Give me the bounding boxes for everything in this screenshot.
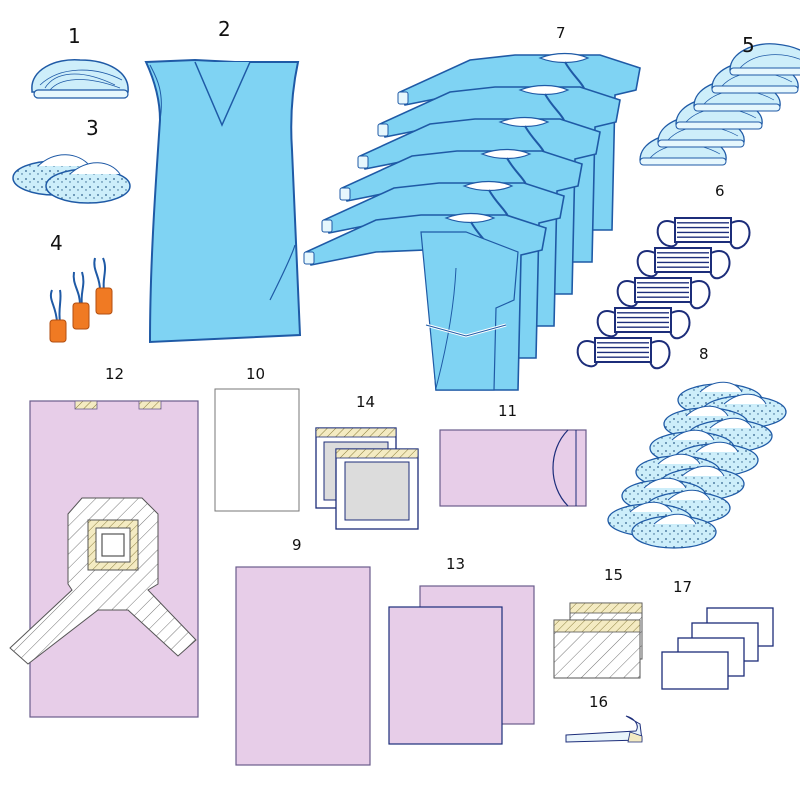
label-15: 15: [604, 566, 623, 584]
shoe-covers-item-3: [12, 154, 131, 204]
gown: [303, 212, 547, 391]
label-5: 5: [742, 33, 755, 57]
cap-item-1: [31, 59, 129, 99]
cards-item-17: [661, 607, 774, 690]
sheets-item-13: [388, 585, 535, 745]
gown-item-2: [144, 58, 302, 344]
drape-item-11: [439, 429, 587, 507]
label-14: 14: [356, 393, 375, 411]
label-12: 12: [105, 365, 124, 383]
mask: [616, 277, 711, 310]
label-9: 9: [292, 536, 302, 554]
mask: [636, 247, 731, 280]
label-3: 3: [86, 116, 99, 140]
label-10: 10: [246, 365, 265, 383]
label-17: 17: [673, 578, 692, 596]
label-13: 13: [446, 555, 465, 573]
tape-strip-item-16: [565, 715, 643, 743]
masks-item-6: [576, 217, 751, 370]
shoe-covers-item-8: [607, 381, 787, 549]
surgical-gowns-item-7: [303, 52, 641, 391]
label-6: 6: [715, 182, 725, 200]
label-16: 16: [589, 693, 608, 711]
shoe-cover-pair: [607, 501, 717, 549]
mask: [656, 217, 751, 250]
label-1: 1: [68, 24, 81, 48]
label-2: 2: [218, 17, 231, 41]
mask: [576, 337, 671, 370]
label-11: 11: [498, 402, 517, 420]
sheet-item-9: [235, 566, 371, 766]
caps-item-5: [639, 43, 800, 166]
label-7: 7: [556, 24, 566, 42]
cap: [729, 43, 800, 76]
sheet-item-10: [214, 388, 300, 512]
label-8: 8: [699, 345, 709, 363]
tubes-item-4: [49, 257, 113, 343]
mask: [596, 307, 691, 340]
adhesive-pads-item-15: [553, 602, 643, 679]
label-4: 4: [50, 231, 63, 255]
framed-pads-item-14: [315, 427, 419, 530]
fenestrated-drape-item-12: [9, 400, 199, 718]
